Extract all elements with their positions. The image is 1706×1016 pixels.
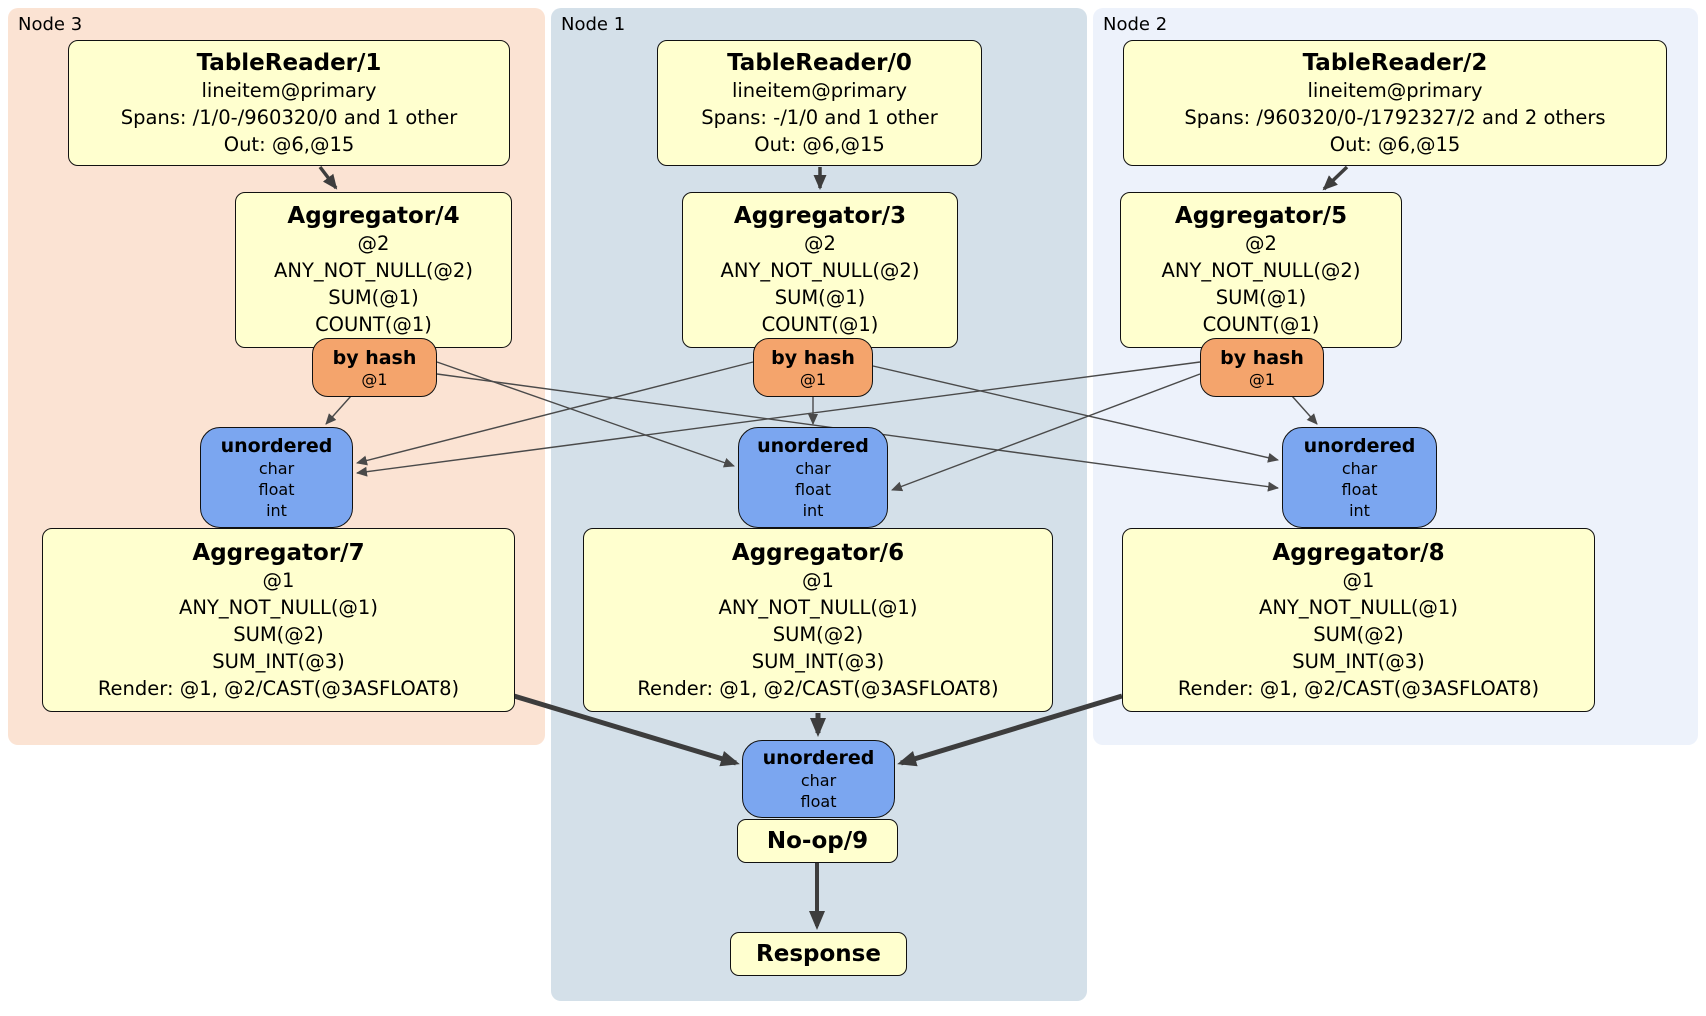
processor-title: Aggregator/6 (731, 539, 905, 566)
sync-title: unordered (1303, 435, 1416, 457)
agg-group-cols: @1 (1342, 568, 1375, 592)
agg-expr: ANY_NOT_NULL(@2) (1161, 259, 1361, 282)
processor-tablereader-2: TableReader/2 lineitem@primary Spans: /9… (1123, 40, 1667, 166)
processor-out: Out: @6,@15 (1329, 132, 1461, 156)
processor-title: Aggregator/4 (287, 203, 460, 229)
agg-expr: SUM_INT(@3) (1292, 649, 1425, 673)
processor-title: Aggregator/8 (1272, 539, 1445, 566)
sync-unordered-final: unordered char float (742, 740, 895, 818)
agg-expr: ANY_NOT_NULL(@1) (1259, 595, 1458, 619)
agg-group-cols: @1 (802, 568, 834, 592)
router-title: by hash (771, 346, 855, 369)
agg-group-cols: @1 (262, 568, 295, 592)
sync-column: char (795, 459, 831, 478)
processor-title: Aggregator/7 (192, 539, 365, 566)
processor-index: lineitem@primary (201, 78, 377, 102)
processor-title: Aggregator/3 (733, 203, 907, 229)
processor-aggregator-4: Aggregator/4 @2 ANY_NOT_NULL(@2) SUM(@1)… (235, 192, 512, 348)
sync-column: float (258, 480, 295, 499)
agg-expr: SUM(@1) (328, 286, 419, 309)
processor-aggregator-8: Aggregator/8 @1 ANY_NOT_NULL(@1) SUM(@2)… (1122, 528, 1595, 712)
agg-group-cols: @2 (804, 232, 836, 255)
agg-expr: ANY_NOT_NULL(@2) (720, 259, 920, 282)
processor-aggregator-7: Aggregator/7 @1 ANY_NOT_NULL(@1) SUM(@2)… (42, 528, 515, 712)
sync-title: unordered (220, 435, 333, 457)
agg-expr: ANY_NOT_NULL(@2) (274, 259, 473, 282)
router-stream: @1 (799, 369, 827, 389)
response-box: Response (730, 932, 907, 976)
router-title: by hash (332, 346, 417, 369)
agg-group-cols: @2 (1245, 232, 1277, 255)
router-by-hash-node3: by hash @1 (312, 338, 437, 397)
sync-title: unordered (757, 435, 869, 457)
router-stream: @1 (1248, 369, 1276, 389)
processor-spans: Spans: /960320/0-/1792327/2 and 2 others (1184, 105, 1606, 129)
sync-column: char (1341, 459, 1378, 478)
node1-label: Node 1 (561, 14, 626, 35)
agg-expr: SUM(@2) (772, 622, 864, 646)
sync-column: int (266, 501, 287, 520)
sync-title: unordered (762, 747, 875, 769)
router-title: by hash (1220, 346, 1304, 369)
agg-expr: ANY_NOT_NULL(@1) (718, 595, 918, 619)
router-stream: @1 (361, 369, 388, 389)
agg-expr: SUM_INT(@3) (212, 649, 345, 673)
sync-column: char (800, 771, 837, 790)
processor-index: lineitem@primary (731, 78, 908, 102)
sync-unordered-node1: unordered char float int (738, 427, 888, 528)
processor-tablereader-0: TableReader/0 lineitem@primary Spans: -/… (657, 40, 982, 166)
sync-column: float (800, 792, 837, 811)
processor-out: Out: @6,@15 (754, 132, 885, 156)
sync-unordered-node2: unordered char float int (1282, 427, 1437, 528)
processor-aggregator-5: Aggregator/5 @2 ANY_NOT_NULL(@2) SUM(@1)… (1120, 192, 1402, 348)
processor-title: TableReader/2 (1302, 49, 1488, 76)
agg-expr: SUM_INT(@3) (751, 649, 885, 673)
sync-column: float (795, 480, 831, 499)
processor-noop-9: No-op/9 (737, 819, 898, 863)
processor-aggregator-6: Aggregator/6 @1 ANY_NOT_NULL(@1) SUM(@2)… (583, 528, 1053, 712)
router-by-hash-node1: by hash @1 (753, 338, 873, 397)
agg-expr: SUM(@2) (1313, 622, 1404, 646)
processor-spans: Spans: -/1/0 and 1 other (701, 105, 938, 129)
processor-tablereader-1: TableReader/1 lineitem@primary Spans: /1… (68, 40, 510, 166)
agg-render: Render: @1, @2/CAST(@3ASFLOAT8) (1177, 676, 1540, 700)
agg-render: Render: @1, @2/CAST(@3ASFLOAT8) (637, 676, 999, 700)
agg-group-cols: @2 (357, 232, 390, 255)
processor-title: TableReader/0 (727, 49, 912, 76)
processor-title: TableReader/1 (196, 49, 382, 76)
agg-expr: SUM(@2) (233, 622, 324, 646)
processor-spans: Spans: /1/0-/960320/0 and 1 other (120, 105, 458, 129)
sync-column: char (258, 459, 295, 478)
processor-index: lineitem@primary (1307, 78, 1483, 102)
sync-unordered-node3: unordered char float int (200, 427, 353, 528)
router-by-hash-node2: by hash @1 (1200, 338, 1324, 397)
agg-expr: ANY_NOT_NULL(@1) (179, 595, 378, 619)
agg-expr: SUM(@1) (1215, 286, 1307, 309)
agg-expr: COUNT(@1) (1202, 313, 1320, 336)
processor-out: Out: @6,@15 (223, 132, 355, 156)
processor-title: Aggregator/5 (1174, 203, 1348, 229)
agg-expr: SUM(@1) (774, 286, 866, 309)
sync-column: float (1341, 480, 1378, 499)
node2-label: Node 2 (1103, 14, 1168, 35)
agg-expr: COUNT(@1) (761, 313, 879, 336)
sync-column: int (802, 501, 824, 520)
processor-aggregator-3: Aggregator/3 @2 ANY_NOT_NULL(@2) SUM(@1)… (682, 192, 958, 348)
agg-expr: COUNT(@1) (315, 313, 432, 336)
node3-label: Node 3 (18, 14, 83, 35)
sync-column: int (1349, 501, 1370, 520)
agg-render: Render: @1, @2/CAST(@3ASFLOAT8) (97, 676, 460, 700)
